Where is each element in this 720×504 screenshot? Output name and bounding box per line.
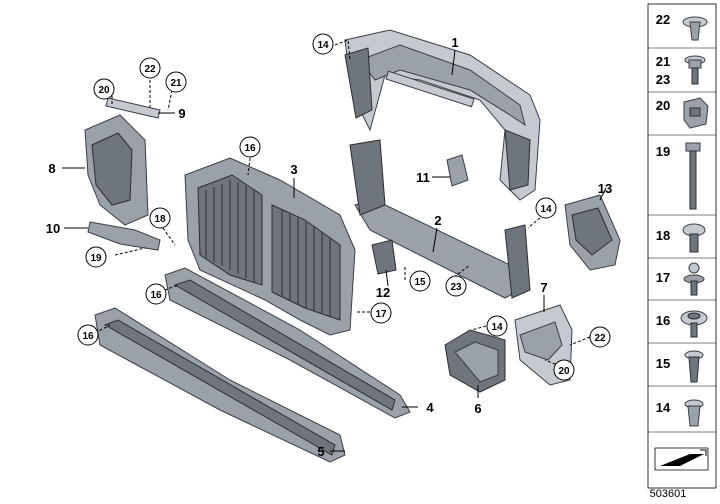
legend-part-16-screw [680,310,708,338]
svg-text:20: 20 [98,85,110,96]
drawing-symbol [654,447,709,471]
callout-4: 4 [426,400,434,415]
circled-callout-23: 23 [445,275,467,297]
leader-lines [62,49,607,452]
legend-label-17: 17 [656,270,670,285]
part-1-frame [344,29,541,201]
svg-text:21: 21 [170,78,182,89]
part-3-grille [184,157,356,336]
legend-part-15-screw [684,350,704,383]
callout-2: 2 [434,213,441,228]
legend-part-14-clip [684,399,704,427]
circled-callout-14-duct: 14 [486,315,508,337]
callout-8: 8 [48,161,55,176]
callout-6: 6 [474,401,481,416]
part-11-bracket [446,154,469,187]
svg-text:16: 16 [244,143,256,154]
legend-label-21: 21 [656,54,670,69]
circled-callouts: 14 22 21 20 16 18 19 16 [77,33,611,381]
callout-10: 10 [46,221,60,236]
part-9-bracket [105,97,161,119]
callout-9: 9 [178,106,185,121]
legend-part-17-stud [683,262,705,296]
part-2-crossbar [349,139,531,299]
callout-13: 13 [598,181,612,196]
circled-callout-22-left: 22 [139,57,161,79]
svg-text:22: 22 [594,333,606,344]
legend-label-15: 15 [656,356,670,371]
legend-label-18: 18 [656,228,670,243]
circled-callout-20-left: 20 [93,78,115,100]
circled-callout-16-grille: 16 [239,136,261,158]
svg-text:23: 23 [450,282,462,293]
part-10-bracket [87,221,161,251]
circled-callout-15: 15 [409,270,431,292]
drawing-number: 503601 [650,488,687,500]
legend-label-20: 20 [656,98,670,113]
svg-text:18: 18 [154,214,166,225]
circled-callout-22-right: 22 [589,326,611,348]
circled-callout-16-bar5: 16 [77,324,99,346]
legend-label-22: 22 [656,12,670,27]
circled-callout-18: 18 [149,207,171,229]
legend-label-19: 19 [656,144,670,159]
legend-part-18-screw [682,223,706,253]
part-6-duct [444,329,506,393]
part-13-side-panel [564,194,621,271]
callout-labels: 1 2 3 4 5 6 7 8 9 10 11 12 13 [46,35,612,459]
legend-part-20-nut [683,97,709,129]
svg-text:14: 14 [540,204,552,215]
circled-callout-16-bar4: 16 [145,283,167,305]
callout-7: 7 [540,280,547,295]
callout-3: 3 [290,162,297,177]
svg-text:15: 15 [414,277,426,288]
part-5-lower-bar [94,307,346,463]
svg-text:20: 20 [558,366,570,377]
circled-callout-17: 17 [370,302,392,324]
callout-1: 1 [451,35,458,50]
svg-text:14: 14 [317,40,329,51]
circled-callout-21-left: 21 [165,71,187,93]
svg-text:17: 17 [375,309,387,320]
legend-part-22-clip [682,16,708,41]
svg-text:16: 16 [82,331,94,342]
legend-part-21-screw [684,55,706,85]
legend-label-23: 23 [656,72,670,87]
callout-11: 11 [416,170,430,185]
part-8-duct [84,114,149,226]
legend-part-19-bolt [685,142,701,210]
circled-callout-14-top: 14 [312,33,334,55]
part-4-lower-bar [164,267,411,419]
circled-callout-19: 19 [85,246,107,268]
callout-5: 5 [317,444,324,459]
callout-12: 12 [376,285,390,300]
svg-text:22: 22 [144,64,156,75]
svg-text:16: 16 [150,290,162,301]
svg-text:19: 19 [90,253,102,264]
circled-callout-14-right: 14 [535,197,557,219]
circled-callout-20-right: 20 [553,359,575,381]
svg-text:14: 14 [491,322,503,333]
legend-label-16: 16 [656,313,670,328]
legend-label-14: 14 [656,400,671,415]
part-12-bracket [371,239,397,275]
fastener-legend: 22 21 23 20 19 18 17 [647,3,717,489]
